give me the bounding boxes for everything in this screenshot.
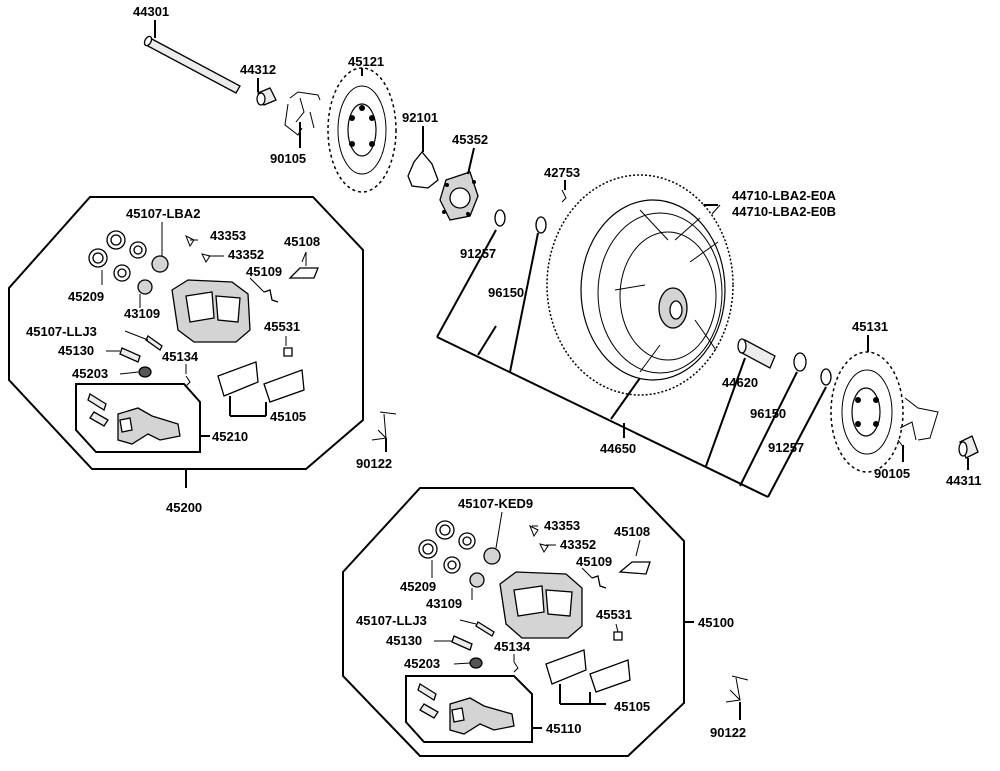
oilseal-91257-left: [494, 209, 506, 227]
label-front-45209: 45209: [400, 579, 436, 594]
label-front-45107: 45107-KED9: [458, 496, 533, 511]
label-rear-45203: 45203: [72, 366, 108, 381]
label-rear-45109: 45109: [246, 264, 282, 279]
label-90122-mid: 90122: [356, 456, 392, 471]
label-rear-45134: 45134: [162, 349, 199, 364]
bearing-96150-right: [793, 352, 807, 372]
label-44710-a: 44710-LBA2-E0A: [732, 188, 837, 203]
collar-44311: [958, 435, 979, 470]
bearing-96150-left: [535, 216, 547, 234]
label-rear-45531: 45531: [264, 319, 300, 334]
label-44650: 44650: [600, 441, 636, 456]
label-rear-43109: 43109: [124, 306, 160, 321]
label-rear-43353: 43353: [210, 228, 246, 243]
label-91257-left: 91257: [460, 246, 496, 261]
label-front-45130: 45130: [386, 633, 422, 648]
spacer-92101: [407, 126, 439, 189]
disc-bolts-90105-right: [897, 397, 939, 462]
leader-lines: [106, 239, 619, 665]
caliper-group-45100: [342, 487, 694, 757]
label-front-45108: 45108: [614, 524, 650, 539]
label-front-45105: 45105: [614, 699, 650, 714]
wheel-44710: [546, 174, 734, 396]
label-rear-45105: 45105: [270, 409, 306, 424]
bolt-90122-bottom: [725, 675, 749, 720]
axle-44301: [143, 20, 241, 94]
label-rear-45200: 45200: [166, 500, 202, 515]
part-labels: 44301 44312 45121 90105 92101 45352 4275…: [26, 4, 981, 740]
label-45352: 45352: [452, 132, 488, 147]
axle-leader-frame: [436, 204, 827, 498]
caliper-group-45200: [8, 196, 364, 488]
label-44710-b: 44710-LBA2-E0B: [732, 204, 836, 219]
label-rear-43352: 43352: [228, 247, 264, 262]
label-front-45110: 45110: [546, 721, 581, 736]
label-92101: 92101: [402, 110, 438, 125]
brake-disc-45131: [830, 335, 904, 473]
label-45121: 45121: [348, 54, 384, 69]
label-rear-45107-llj3: 45107-LLJ3: [26, 324, 97, 339]
label-91257-right: 91257: [768, 440, 804, 455]
collar-44620: [737, 338, 776, 369]
label-rear-45209: 45209: [68, 289, 104, 304]
label-96150-left: 96150: [488, 285, 524, 300]
label-front-45107-llj3: 45107-LLJ3: [356, 613, 427, 628]
label-96150-right: 96150: [750, 406, 786, 421]
label-rear-45130: 45130: [58, 343, 94, 358]
label-44312: 44312: [240, 62, 276, 77]
label-42753: 42753: [544, 165, 580, 180]
collar-44312: [256, 78, 277, 106]
valve-42753: [561, 180, 567, 203]
label-front-45203: 45203: [404, 656, 440, 671]
flange-45352: [439, 147, 479, 221]
label-rear-45107: 45107-LBA2: [126, 206, 200, 221]
label-90122-bottom: 90122: [710, 725, 746, 740]
label-44301: 44301: [133, 4, 169, 19]
disc-bolts-90105-top: [284, 91, 321, 148]
label-front-45531: 45531: [596, 607, 632, 622]
label-44311: 44311: [946, 473, 981, 488]
label-front-45100: 45100: [698, 615, 734, 630]
label-rear-45108: 45108: [284, 234, 320, 249]
label-front-43109: 43109: [426, 596, 462, 611]
label-rear-45210: 45210: [212, 429, 248, 444]
label-front-43352: 43352: [560, 537, 596, 552]
label-front-43353: 43353: [544, 518, 580, 533]
label-45131: 45131: [852, 319, 888, 334]
label-90105-right: 90105: [874, 466, 910, 481]
bolt-90122-mid: [371, 411, 397, 452]
oilseal-91257-right: [820, 368, 832, 386]
label-front-45109: 45109: [576, 554, 612, 569]
label-front-45134: 45134: [494, 639, 531, 654]
label-90105-top: 90105: [270, 151, 306, 166]
label-44620: 44620: [722, 375, 758, 390]
brake-disc-45121: [327, 67, 397, 193]
